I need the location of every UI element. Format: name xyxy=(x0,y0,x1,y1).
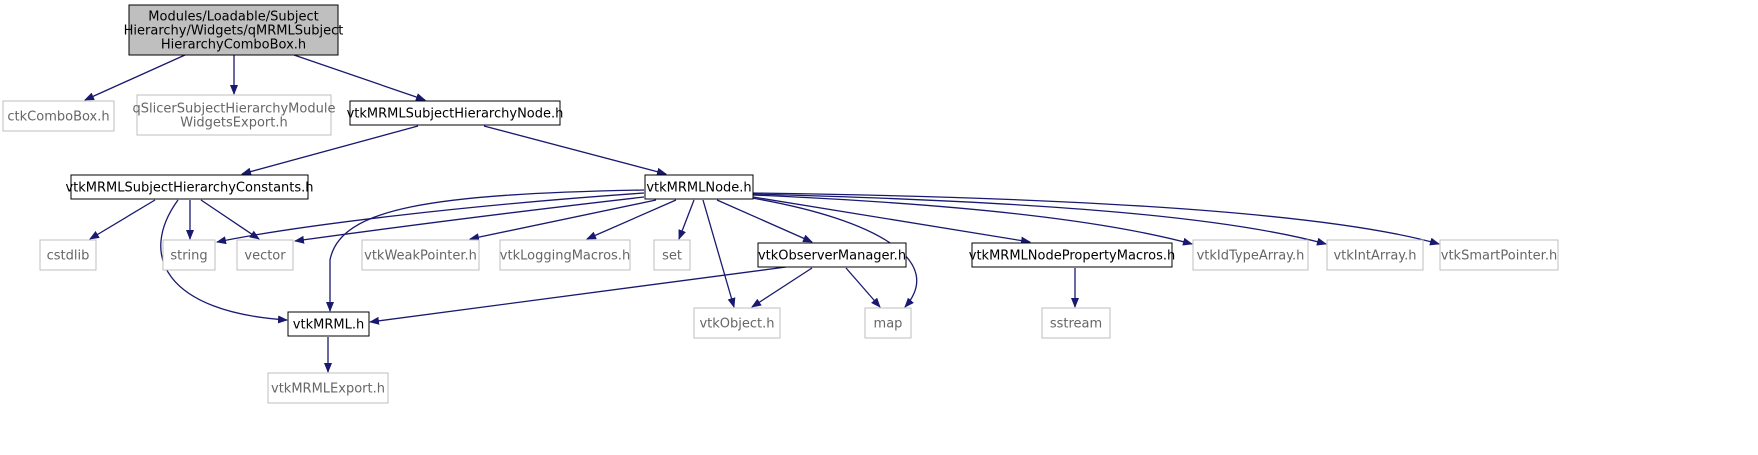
node-map: map xyxy=(864,307,912,339)
node-box-intarray xyxy=(1326,239,1424,271)
node-label-sstream: sstream xyxy=(1050,317,1102,332)
edge-mrmlnode-to-vector xyxy=(294,196,645,244)
node-box-smartpointer xyxy=(1439,239,1559,271)
node-box-root xyxy=(128,4,339,56)
node-label-root: Modules/Loadable/Subject xyxy=(148,10,318,25)
node-sstream: sstream xyxy=(1041,307,1111,339)
edge-shnode-to-shconstants xyxy=(241,125,419,176)
edge-mrmlnode-to-string xyxy=(216,192,645,245)
node-label-shnode: vtkMRMLSubjectHierarchyNode.h xyxy=(347,107,564,122)
edge-mrmlnode-to-smartpointer xyxy=(752,192,1440,246)
node-box-weakpointer xyxy=(361,239,480,271)
edge-shconstants-to-vector xyxy=(200,199,260,240)
node-label-qslicerexport: WidgetsExport.h xyxy=(180,116,287,131)
node-cstdlib: cstdlib xyxy=(39,239,97,271)
node-box-observermanager xyxy=(757,242,907,268)
node-label-nodepropertymacros: vtkMRMLNodePropertyMacros.h xyxy=(969,249,1175,264)
node-box-idtypearray xyxy=(1192,239,1309,271)
node-label-ctkcombobox: ctkComboBox.h xyxy=(7,110,109,125)
edge-observermanager-to-map xyxy=(845,267,881,308)
node-label-qslicerexport: qSlicerSubjectHierarchyModule xyxy=(133,102,336,117)
node-label-root: HierarchyComboBox.h xyxy=(161,38,306,53)
node-vtkobject: vtkObject.h xyxy=(693,307,781,339)
node-vtkmrml[interactable]: vtkMRML.h xyxy=(287,311,370,337)
edge-shconstants-to-cstdlib xyxy=(89,199,156,240)
node-label-mrmlexport: vtkMRMLExport.h xyxy=(271,382,385,397)
edge-mrmlnode-to-vtkmrml xyxy=(326,189,645,312)
node-shconstants[interactable]: vtkMRMLSubjectHierarchyConstants.h xyxy=(65,174,314,200)
node-label-root: Hierarchy/Widgets/qMRMLSubject xyxy=(124,24,344,39)
node-box-shnode xyxy=(349,100,561,126)
edge-mrmlnode-to-vtkobject xyxy=(702,199,736,308)
node-label-map: map xyxy=(874,317,903,332)
node-idtypearray: vtkIdTypeArray.h xyxy=(1192,239,1309,271)
edge-root-to-shnode xyxy=(293,54,426,101)
node-label-shconstants: vtkMRMLSubjectHierarchyConstants.h xyxy=(65,181,313,196)
node-weakpointer: vtkWeakPointer.h xyxy=(361,239,480,271)
node-label-loggingmacros: vtkLoggingMacros.h xyxy=(500,249,630,264)
node-label-intarray: vtkIntArray.h xyxy=(1333,249,1416,264)
node-box-mrmlnode xyxy=(644,174,754,200)
node-label-string: string xyxy=(170,249,207,264)
node-shnode[interactable]: vtkMRMLSubjectHierarchyNode.h xyxy=(347,100,564,126)
node-label-vtkmrml: vtkMRML.h xyxy=(293,318,364,333)
node-box-sstream xyxy=(1041,307,1111,339)
node-label-cstdlib: cstdlib xyxy=(47,249,90,264)
node-box-cstdlib xyxy=(39,239,97,271)
node-vector: vector xyxy=(236,239,294,271)
node-ctkcombobox: ctkComboBox.h xyxy=(2,100,115,132)
node-root[interactable]: Modules/Loadable/SubjectHierarchy/Widget… xyxy=(124,4,344,56)
node-label-smartpointer: vtkSmartPointer.h xyxy=(1441,249,1557,264)
edge-mrmlnode-to-weakpointer xyxy=(469,199,657,242)
node-loggingmacros: vtkLoggingMacros.h xyxy=(499,239,631,271)
nodes-layer: Modules/Loadable/SubjectHierarchy/Widget… xyxy=(2,4,1559,404)
node-box-vector xyxy=(236,239,294,271)
edge-mrmlnode-to-idtypearray xyxy=(752,194,1193,246)
node-box-loggingmacros xyxy=(499,239,631,271)
node-label-vtkobject: vtkObject.h xyxy=(699,317,774,332)
node-box-vtkmrml xyxy=(287,311,370,337)
edge-observermanager-to-vtkobject xyxy=(751,267,813,308)
node-label-observermanager: vtkObserverManager.h xyxy=(758,249,906,264)
node-observermanager[interactable]: vtkObserverManager.h xyxy=(757,242,907,268)
node-smartpointer: vtkSmartPointer.h xyxy=(1439,239,1559,271)
node-box-qslicerexport xyxy=(136,94,332,136)
node-set: set xyxy=(653,239,691,271)
edge-mrmlnode-to-observermanager xyxy=(716,199,813,243)
node-label-mrmlnode: vtkMRMLNode.h xyxy=(646,181,751,196)
node-string: string xyxy=(162,239,216,271)
node-box-nodepropertymacros xyxy=(971,242,1173,268)
node-intarray: vtkIntArray.h xyxy=(1326,239,1424,271)
edge-mrmlnode-to-set xyxy=(678,199,695,240)
edge-mrmlnode-to-intarray xyxy=(752,193,1327,246)
node-mrmlexport: vtkMRMLExport.h xyxy=(267,372,389,404)
node-label-weakpointer: vtkWeakPointer.h xyxy=(364,249,477,264)
node-label-idtypearray: vtkIdTypeArray.h xyxy=(1197,249,1305,264)
edge-shnode-to-mrmlnode xyxy=(483,125,667,176)
node-box-map xyxy=(864,307,912,339)
node-qslicerexport: qSlicerSubjectHierarchyModuleWidgetsExpo… xyxy=(133,94,336,136)
edge-mrmlnode-to-loggingmacros xyxy=(586,199,677,240)
node-box-string xyxy=(162,239,216,271)
node-box-vtkobject xyxy=(693,307,781,339)
node-box-ctkcombobox xyxy=(2,100,115,132)
node-box-set xyxy=(653,239,691,271)
node-mrmlnode[interactable]: vtkMRMLNode.h xyxy=(644,174,754,200)
node-nodepropertymacros[interactable]: vtkMRMLNodePropertyMacros.h xyxy=(969,242,1175,268)
node-box-mrmlexport xyxy=(267,372,389,404)
edge-mrmlnode-to-nodepropertymacros xyxy=(752,196,1031,245)
node-box-shconstants xyxy=(70,174,309,200)
edge-root-to-ctkcombobox xyxy=(84,54,186,101)
edge-shconstants-to-vtkmrml xyxy=(160,199,288,324)
node-label-set: set xyxy=(662,249,682,264)
node-label-vector: vector xyxy=(244,249,286,264)
edge-observermanager-to-vtkmrml xyxy=(369,266,787,325)
